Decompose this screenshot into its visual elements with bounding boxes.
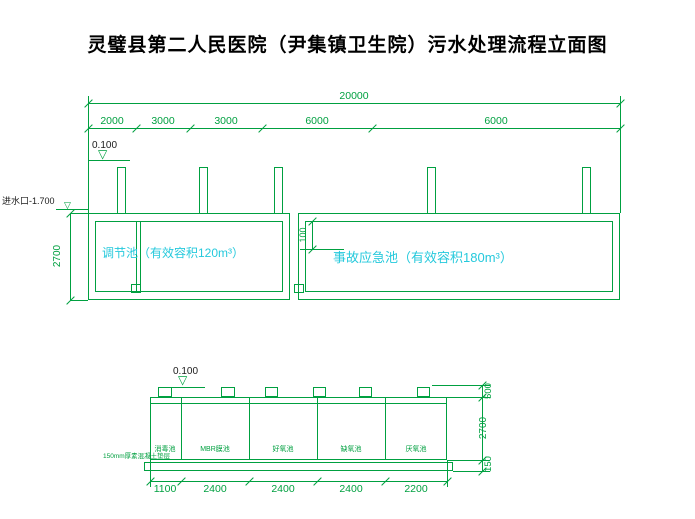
compartment-label: 厌氧池 (405, 446, 427, 453)
dim-label-depth: 2700 (52, 244, 63, 268)
dim-label: 2200 (404, 483, 428, 495)
extension-line (70, 213, 88, 214)
compartment-label: 缺氧池 (340, 446, 362, 453)
vent-pipe (274, 167, 283, 214)
concrete-base-layer (144, 462, 453, 471)
elevation-triangle-icon: ▽ (98, 147, 108, 161)
dim-line-depth (70, 213, 71, 300)
dim-label: 6000 (305, 115, 329, 127)
compartment-divider (385, 397, 386, 460)
tank1-internal-pipe (140, 221, 141, 292)
extension-line (447, 460, 448, 487)
dim-line-right (482, 385, 483, 471)
hatch (265, 387, 278, 397)
tank1-sump (131, 284, 141, 293)
dim-label: 2400 (203, 483, 227, 495)
hatch (313, 387, 326, 397)
dim-label: 6000 (484, 115, 508, 127)
elevation-triangle-icon: ▽ (178, 373, 188, 387)
tank1-outline (88, 213, 290, 300)
elevation-label: 0.100 (173, 366, 199, 377)
dim-label: 3000 (151, 115, 175, 127)
elevation-label: 0.100 (92, 140, 118, 151)
vent-pipe (427, 167, 436, 214)
dim-line-segments (88, 128, 620, 129)
elevation-base-line (163, 387, 205, 388)
tank-top-inner-line (151, 403, 446, 404)
compartment-label: 好氧池 (272, 446, 294, 453)
elevation-base-line (88, 160, 130, 161)
compartment-label: MBR膜池 (200, 446, 230, 453)
extension-line (70, 300, 88, 301)
vent-pipe (582, 167, 591, 214)
compartment-divider (249, 397, 250, 460)
dim-label: 1100 (153, 483, 177, 495)
inlet-level-triangle-icon: ▽ (64, 200, 71, 210)
extension-line (447, 397, 490, 398)
hatch (158, 387, 172, 397)
page-title: 灵璧县第二人民医院（尹集镇卫生院）污水处理流程立面图 (87, 35, 608, 56)
dim-label: 2400 (271, 483, 295, 495)
compartment-label: 消毒池 (154, 446, 176, 453)
hatch (417, 387, 430, 397)
dim-label: 2000 (100, 115, 124, 127)
tank1-inner-wall (95, 221, 283, 292)
tank2-sump (294, 284, 304, 293)
dim-line-total (88, 103, 620, 104)
tank-outline (150, 397, 447, 460)
base-layer-note: 150mm厚素混凝土垫层 (103, 453, 171, 460)
water-level-line (300, 249, 344, 250)
inlet-label: 进水口-1.700 (2, 196, 55, 206)
hatch (221, 387, 235, 397)
dim-label-level-diff: 100 (298, 227, 308, 243)
dim-label: 3000 (214, 115, 238, 127)
dim-label-right: 150 (483, 456, 494, 472)
tank1-name: 调节池（有效容积120m³） (102, 246, 245, 260)
extension-line (432, 385, 490, 386)
dim-line-level-diff (312, 221, 313, 249)
dim-label: 2400 (339, 483, 363, 495)
tank2-outline (298, 213, 620, 300)
extension-line (620, 96, 621, 213)
dim-label-right: 2700 (478, 416, 489, 440)
extension-line (453, 471, 490, 472)
dim-label-total: 20000 (339, 90, 369, 102)
dim-line-bottom (150, 481, 447, 482)
tank2-name: 事故应急池（有效容积180m³） (333, 250, 513, 265)
compartment-divider (181, 397, 182, 460)
extension-line (150, 460, 151, 487)
compartment-divider (317, 397, 318, 460)
extension-line (88, 96, 89, 213)
vent-pipe (117, 167, 126, 214)
extension-line (447, 460, 490, 461)
vent-pipe (199, 167, 208, 214)
tank2-inner-wall (305, 221, 613, 292)
hatch (359, 387, 372, 397)
tank1-internal-pipe (136, 221, 137, 292)
dim-label-right: 500 (483, 383, 494, 399)
